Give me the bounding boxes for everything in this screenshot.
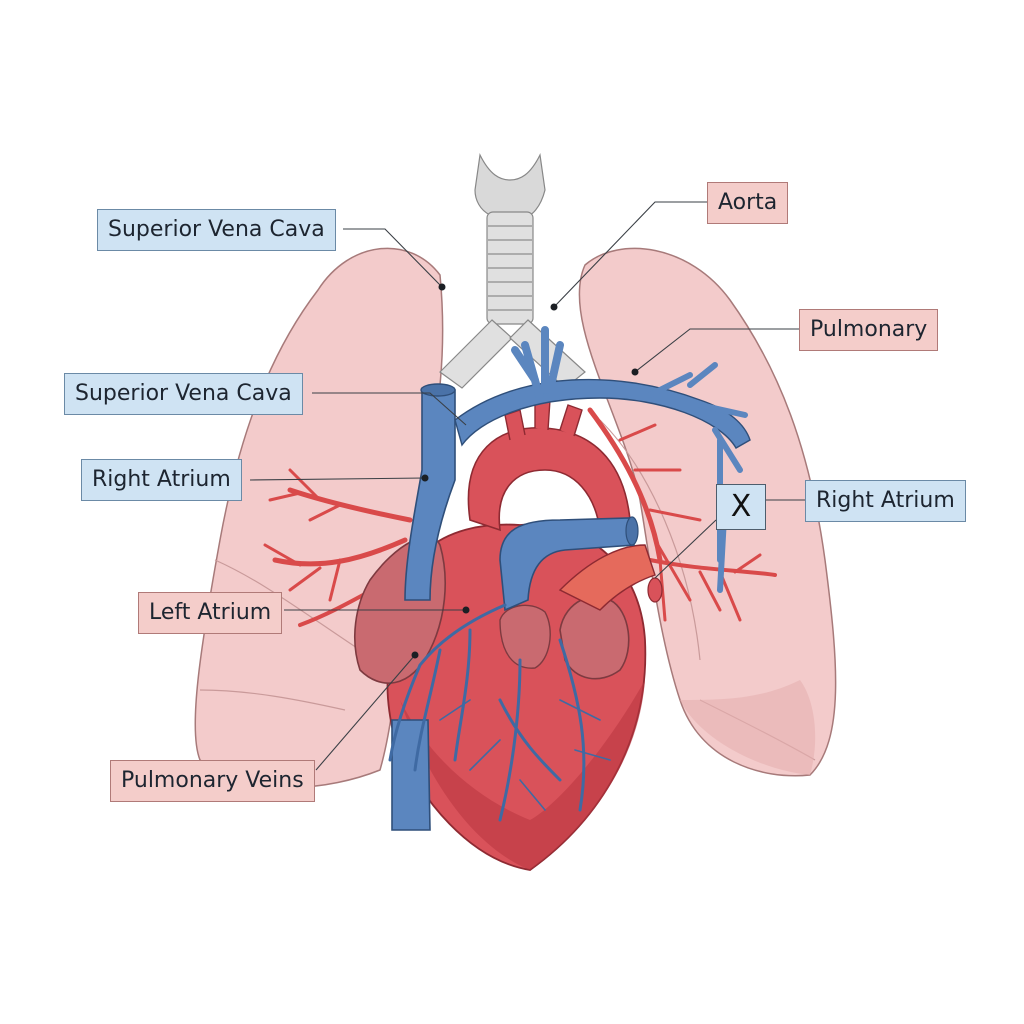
pulmonary-vein-arch <box>454 378 751 449</box>
leader-pulmonary-veins <box>315 654 416 771</box>
label-left-atrium: Left Atrium <box>138 592 283 634</box>
anchor-dots <box>411 283 639 659</box>
left-lung-lower-shade <box>680 680 816 775</box>
leader-aorta <box>553 201 707 308</box>
leader-lines <box>249 201 805 771</box>
label-right-atrium-right: Right Atrium <box>805 480 966 522</box>
aortic-arch <box>467 427 631 532</box>
superior-vena-cava <box>404 389 456 601</box>
label-pulmonary-veins: Pulmonary Veins <box>110 760 315 802</box>
leader-svc-top <box>343 228 443 288</box>
label-pulmonary: Pulmonary <box>799 309 939 351</box>
larynx <box>474 153 546 216</box>
upper-blue-branches <box>511 326 564 402</box>
trachea-rings <box>488 225 532 311</box>
left-bronchus <box>439 319 513 389</box>
central-atrium <box>499 604 551 669</box>
coronary-vein-fine <box>439 699 611 811</box>
left-atrium-appendage <box>559 595 630 680</box>
leader-marker-x <box>654 519 717 579</box>
coronary-veins <box>388 603 586 822</box>
label-superior-vena-cava-mid: Superior Vena Cava <box>64 373 303 415</box>
vein-trunk-opening <box>625 516 639 546</box>
inferior-vena-cava <box>391 719 431 831</box>
label-superior-vena-cava-top: Superior Vena Cava <box>97 209 336 251</box>
pulmonary-vein-stub <box>647 577 663 603</box>
heart-lower-shade <box>400 680 645 870</box>
label-aorta: Aorta <box>707 182 789 224</box>
pulmonary-trunk-red <box>558 544 656 611</box>
trachea <box>439 153 586 389</box>
svc-opening <box>420 383 456 397</box>
leader-pulmonary <box>634 328 800 373</box>
venous-system <box>388 326 751 831</box>
label-right-atrium-left: Right Atrium <box>81 459 242 501</box>
marker-x-box: X <box>716 484 766 530</box>
leader-right-atrium-left <box>249 477 426 481</box>
heart <box>354 399 663 871</box>
leader-svc-mid <box>312 392 467 426</box>
pulmonary-vein-trunk <box>499 517 635 612</box>
left-blue-branches <box>647 362 748 593</box>
